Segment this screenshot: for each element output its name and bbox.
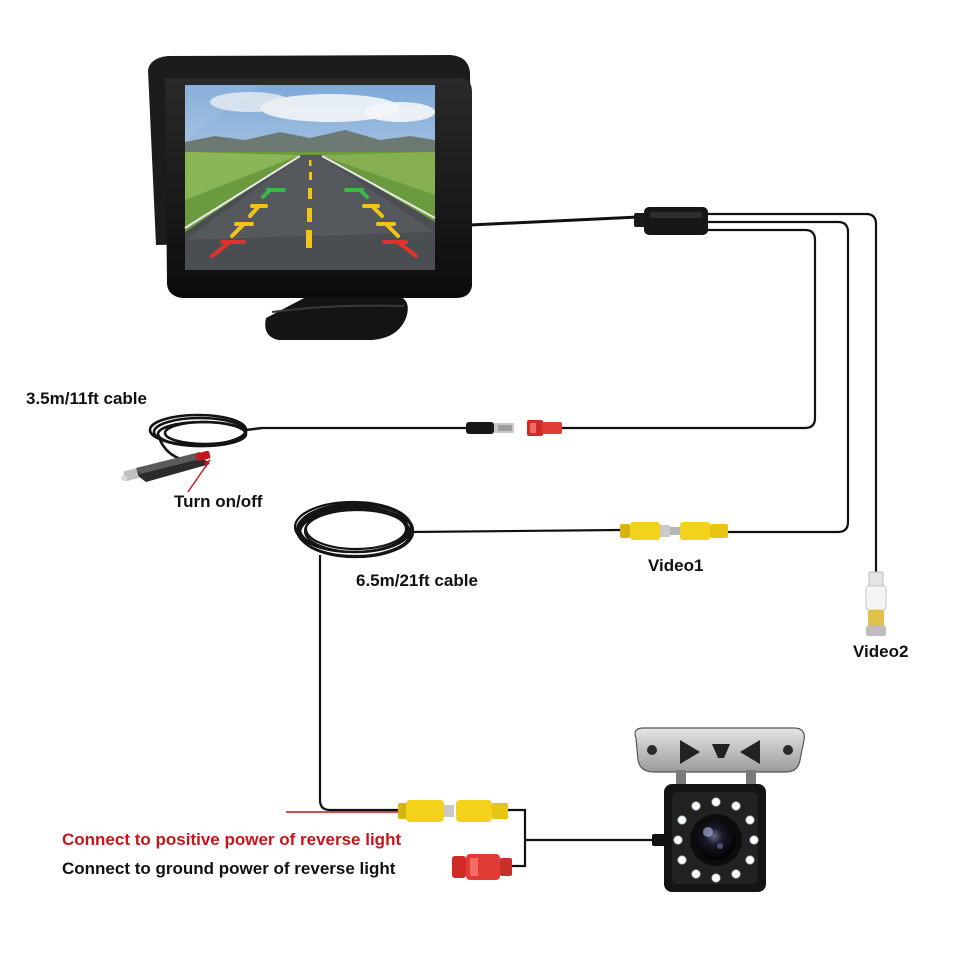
switch-label: Turn on/off [174, 492, 263, 511]
power-wire [562, 228, 817, 430]
camera-rca-pair [398, 800, 512, 880]
video2-label: Video2 [853, 642, 908, 661]
dc-connector [466, 420, 562, 436]
monitor-cable [469, 215, 639, 227]
video-cable-label: 6.5m/21ft cable [356, 571, 478, 590]
monitor-stand [265, 296, 408, 340]
video2-connector [865, 571, 887, 636]
rca-connector-icon [620, 522, 728, 540]
ground-power-label: Connect to ground power of reverse light [62, 859, 396, 878]
monitor-icon [148, 55, 472, 340]
power-cable-label: 3.5m/11ft cable [26, 389, 147, 408]
camera-cord [318, 555, 398, 812]
video2-wire [705, 212, 878, 572]
wires [262, 212, 878, 868]
cable-coil-icon [293, 500, 415, 559]
video1-label: Video1 [648, 556, 703, 575]
cigarette-plug-icon [121, 413, 263, 493]
video1-wire [705, 220, 850, 534]
positive-power-label: Connect to positive power of reverse lig… [62, 830, 401, 849]
monitor-screen [184, 85, 436, 270]
video1-cord [409, 528, 621, 534]
junction-box [634, 207, 708, 235]
backup-camera-icon [634, 727, 805, 892]
camera-harness [508, 808, 666, 868]
